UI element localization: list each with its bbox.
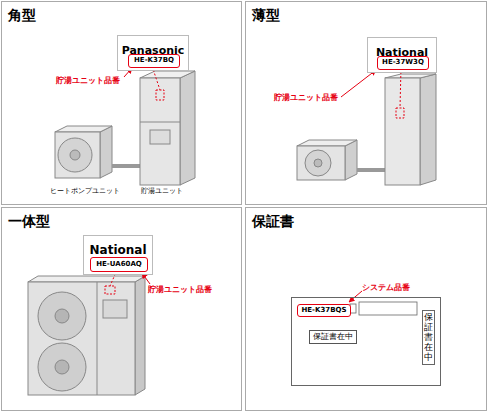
callout-label: 貯湯ユニット品番 <box>274 93 338 103</box>
nameplate-card: NationalHE-UA60AQ <box>83 235 153 275</box>
model-number-box: HE-K37BQ <box>128 54 180 68</box>
label-plate <box>396 108 404 118</box>
leader-arrow <box>341 70 376 97</box>
pipe <box>112 164 140 168</box>
callout-label: システム品番 <box>362 283 410 293</box>
panel: 保証書保証書在中 HE-K37BQS 保証書在中 <box>245 207 487 411</box>
callout-label: 貯湯ユニット品番 <box>56 76 120 86</box>
callout-label: 貯湯ユニット品番 <box>148 285 212 295</box>
panel-heading: 角型 <box>8 7 36 25</box>
part-name: 貯湯ユニット <box>141 187 183 195</box>
model-number-box: HE-K37BQS <box>297 304 350 317</box>
stamp-box: 保証書在中 <box>309 330 357 344</box>
model-number-box: HE-37W3Q <box>377 56 429 70</box>
panel: 一体型 NationalHE-UA60AQ <box>1 207 242 411</box>
integrated-unit <box>28 276 145 395</box>
heat-pump-unit <box>55 126 112 178</box>
model-number-box: HE-UA60AQ <box>90 257 148 272</box>
heat-pump-unit <box>297 140 357 180</box>
model-number: HE-UA60AQ <box>96 258 142 270</box>
warranty-card-ground <box>290 296 440 385</box>
blank-field <box>359 302 417 315</box>
label-plate <box>156 90 164 100</box>
stamp-text: 保証書在中 <box>313 331 353 343</box>
panel-heading: 保証書 <box>252 213 294 231</box>
part-name: ヒートポンプユニット <box>50 187 120 195</box>
panel: 薄型 NationalHE-37W3Q <box>245 1 487 205</box>
storage-unit <box>385 74 436 185</box>
model-number: HE-K37BQ <box>134 55 174 66</box>
label-plate <box>105 286 115 294</box>
vertical-note: 保証書在中 <box>422 310 435 365</box>
model-number: HE-37W3Q <box>382 57 424 68</box>
panel-heading: 一体型 <box>8 213 50 231</box>
nameplate-card: PanasonicHE-K37BQ <box>117 35 189 71</box>
pipe <box>357 168 385 172</box>
panel-heading: 薄型 <box>252 7 280 25</box>
nameplate-card: NationalHE-37W3Q <box>367 37 437 73</box>
panel: 角型 PanasonicHE-K37BQ <box>1 1 242 205</box>
storage-unit <box>140 71 195 185</box>
small-field <box>350 304 356 313</box>
brand-name: National <box>90 244 147 257</box>
warranty-card: 保証書在中 HE-K37BQS 保証書在中 <box>291 297 441 386</box>
model-number: HE-K37BQS <box>301 305 346 315</box>
leader-line <box>400 68 401 108</box>
